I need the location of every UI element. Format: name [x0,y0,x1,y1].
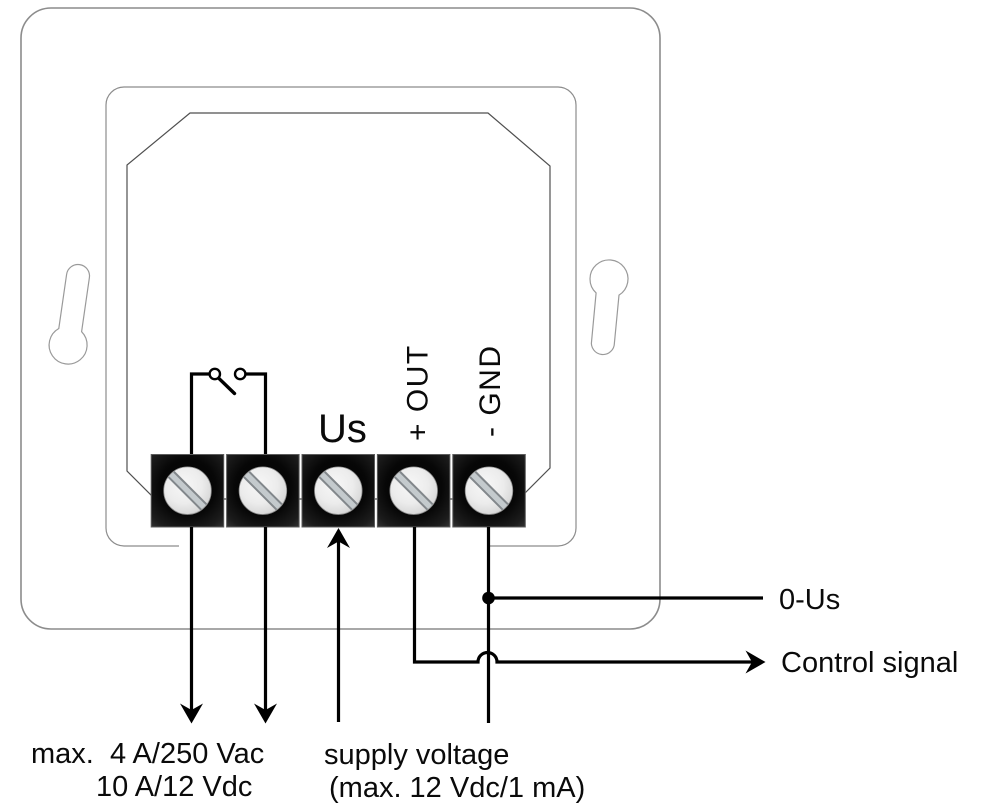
screw-slot-center [395,472,432,509]
terminal-3 [301,454,375,528]
supply-voltage-line1: supply voltage [324,739,509,771]
out-terminal-label: + OUT [402,344,435,441]
terminal-block [150,454,526,528]
screw-slot-center [244,472,282,509]
mounting-keyhole-left [48,263,91,365]
arrowhead-up-us [327,528,350,548]
terminal-5 [452,454,526,528]
arrowhead-right-control [745,650,766,674]
arrowheads [180,528,766,724]
us-terminal-label: Us [318,407,367,451]
control-signal-label: Control signal [781,647,958,679]
frame-edge-mask [179,540,489,551]
supply-voltage-line2: (max. 12 Vdc/1 mA) [329,772,585,804]
terminal-2 [226,454,300,528]
terminal-1 [150,454,225,528]
output-signal-label: 0-Us [779,584,840,616]
wiring [189,527,763,723]
wire-out-control-signal [412,527,752,664]
switch-contact-right [233,367,247,381]
screw-slot-center [470,472,508,509]
arrowhead-down-1 [180,703,203,724]
screw-slot-center [320,472,357,509]
relay-rating-line1: max. 4 A/250 Vac [31,738,264,770]
relay-switch-symbol [189,367,268,459]
gnd-terminal-label: - GND [474,345,507,438]
screw-slot-center [169,472,206,509]
switch-lever [217,376,237,396]
switch-wire-right [245,372,268,459]
switch-wire-left [189,372,210,459]
relay-rating-line2: 10 A/12 Vdc [96,771,252,803]
arrowhead-down-2 [254,703,277,724]
junction-dot [482,591,495,605]
terminal-4 [376,454,451,528]
switch-contact-left [208,367,222,381]
mounting-keyhole-right [589,259,629,356]
